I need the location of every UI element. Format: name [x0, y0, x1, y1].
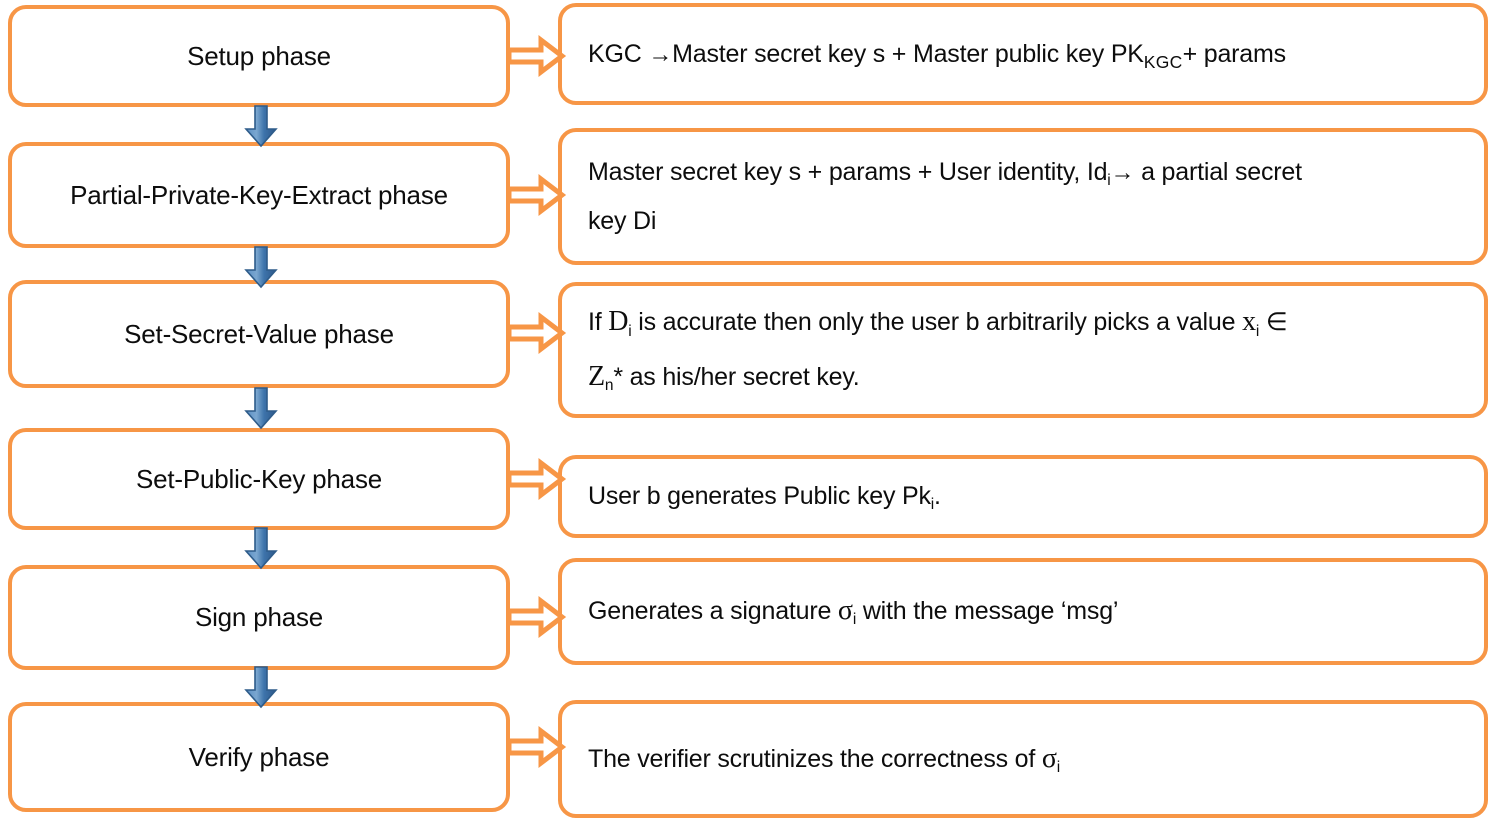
detail-box-verify[interactable]: The verifier scrutinizes the correctness…: [558, 700, 1488, 818]
phase-label: Set-Secret-Value phase: [124, 318, 394, 349]
math-symbol-sigma: σ: [837, 595, 853, 627]
phase-box-verify[interactable]: Verify phase: [8, 702, 510, 812]
subscript-i: i: [930, 496, 935, 514]
detail-fragment: KGC: [588, 39, 649, 68]
detail-text: Generates a signature σi with the messag…: [562, 593, 1132, 629]
subscript-kgc: KGC: [1143, 51, 1183, 72]
math-symbol-D: D: [608, 306, 629, 338]
detail-box-setup[interactable]: KGC →Master secret key s + Master public…: [558, 3, 1488, 105]
detail-fragment: User b generates Public key Pk: [588, 482, 931, 511]
phase-label: Setup phase: [187, 40, 331, 71]
detail-fragment-line2: key Di: [588, 206, 657, 235]
subscript-i: i: [852, 611, 857, 629]
phase-label: Verify phase: [188, 741, 330, 772]
right-block-arrow-4: [506, 457, 567, 501]
arrow-outline: [506, 725, 567, 769]
detail-text: If Di is accurate then only the user b a…: [562, 295, 1301, 404]
subscript-i: i: [628, 322, 632, 340]
arrow-outline: [506, 595, 567, 639]
detail-fragment: with the message ‘msg’: [856, 597, 1119, 626]
phase-box-partial-private-key-extract[interactable]: Partial-Private-Key-Extract phase: [8, 142, 510, 248]
arrow-body: [244, 527, 278, 570]
right-block-arrow-5: [506, 595, 567, 639]
right-block-arrow-3: [506, 311, 567, 355]
arrow-body: [244, 666, 278, 709]
down-block-arrow-4: [244, 527, 278, 570]
math-symbol-sigma: σ: [1041, 742, 1057, 774]
detail-fragment: The verifier scrutinizes the correctness…: [588, 744, 1042, 773]
detail-fragment: Master secret key s + params + User iden…: [588, 157, 1108, 186]
phase-box-set-public-key[interactable]: Set-Public-Key phase: [8, 428, 510, 530]
detail-fragment: + params: [1182, 39, 1287, 68]
phase-label: Partial-Private-Key-Extract phase: [70, 179, 448, 210]
detail-box-partial-private-key-extract[interactable]: Master secret key s + params + User iden…: [558, 128, 1488, 265]
detail-fragment: Master secret key s + Master public key …: [672, 39, 1144, 68]
down-block-arrow-1: [244, 105, 278, 148]
arrow-outline: [506, 34, 567, 78]
math-symbol-x: x: [1242, 306, 1256, 338]
detail-fragment-line2: * as his/her secret key.: [613, 363, 860, 391]
subscript-n: n: [604, 377, 614, 395]
detail-fragment: .: [934, 482, 941, 511]
detail-fragment: Generates a signature: [588, 597, 838, 626]
subscript-i: i: [1107, 171, 1111, 189]
arrow-body: [244, 246, 278, 289]
right-block-arrow-1: [506, 34, 567, 78]
down-block-arrow-5: [244, 666, 278, 709]
arrow-body: [244, 387, 278, 430]
detail-box-set-public-key[interactable]: User b generates Public key Pki.: [558, 455, 1488, 538]
arrow-outline: [506, 311, 567, 355]
down-block-arrow-3: [244, 387, 278, 430]
right-arrow-glyph-icon: →: [1110, 158, 1135, 186]
detail-fragment: is accurate then only the user b arbitra…: [631, 308, 1243, 337]
subscript-i: i: [1056, 758, 1061, 776]
detail-fragment: a partial secret: [1134, 157, 1302, 186]
phase-box-setup[interactable]: Setup phase: [8, 5, 510, 107]
detail-fragment: If: [588, 308, 609, 337]
arrow-body: [244, 105, 278, 148]
detail-text: Master secret key s + params + User iden…: [562, 148, 1316, 246]
right-block-arrow-6: [506, 725, 567, 769]
right-block-arrow-2: [506, 173, 567, 217]
math-symbol-Z: Z: [588, 361, 605, 392]
detail-text: KGC →Master secret key s + Master public…: [562, 38, 1300, 72]
phase-box-set-secret-value[interactable]: Set-Secret-Value phase: [8, 280, 510, 388]
detail-box-sign[interactable]: Generates a signature σi with the messag…: [558, 558, 1488, 665]
arrow-outline: [506, 173, 567, 217]
subscript-i: i: [1255, 322, 1260, 340]
element-of-icon: ∈: [1259, 308, 1288, 337]
detail-box-set-secret-value[interactable]: If Di is accurate then only the user b a…: [558, 282, 1488, 418]
arrow-outline: [506, 457, 567, 501]
phase-label: Set-Public-Key phase: [135, 463, 383, 494]
detail-text: The verifier scrutinizes the correctness…: [562, 741, 1074, 777]
down-block-arrow-2: [244, 246, 278, 289]
phase-label: Sign phase: [194, 602, 324, 632]
phase-box-sign[interactable]: Sign phase: [8, 565, 510, 670]
right-arrow-glyph-icon: →: [648, 40, 673, 68]
detail-text: User b generates Public key Pki.: [562, 480, 955, 513]
